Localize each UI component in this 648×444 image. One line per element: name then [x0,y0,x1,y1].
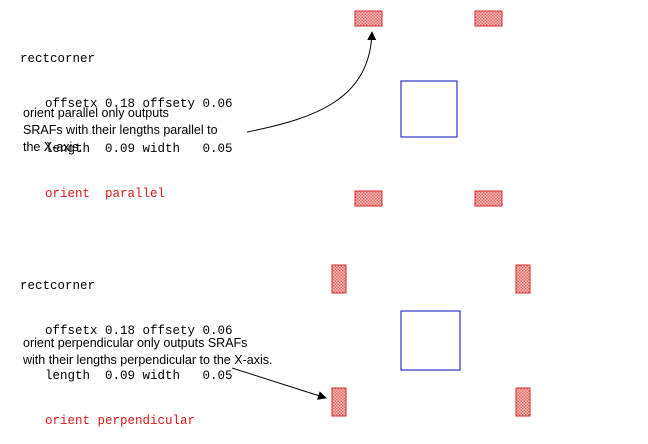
note-perpendicular-line-1: orient perpendicular only outputs SRAFs [23,336,248,350]
sraf-parallel-top-right [474,10,503,27]
sraf-parallel-bottom-left [354,190,383,207]
sraf-perpendicular-bottom-left [331,387,347,417]
code-line-offsets: offsetx 0.18 offsety 0.06 [45,97,233,111]
perpendicular-layout [231,264,531,417]
code-line-orient-parallel: orient parallel [45,187,166,201]
sraf-parallel-top-left [354,10,383,27]
arrow-parallel [246,31,377,133]
code-line-command: rectcorner [20,279,96,293]
sraf-perpendicular-bottom-right [515,387,531,417]
note-parallel: orient parallel only outputs SRAFs with … [23,105,218,156]
note-perpendicular-line-2: with their lengths perpendicular to the … [23,353,273,367]
code-line-offsets: offsetx 0.18 offsety 0.06 [45,324,233,338]
code-line-dimensions: length 0.09 width 0.05 [45,369,233,383]
parallel-layout [246,10,503,207]
code-line-command: rectcorner [20,52,96,66]
note-parallel-line-3: the X-axis. [23,140,83,154]
main-feature-square-perpendicular [400,310,461,371]
sraf-perpendicular-top-left [331,264,347,294]
code-line-orient-perpendicular: orient perpendicular [45,414,196,428]
note-perpendicular: orient perpendicular only outputs SRAFs … [23,335,272,369]
arrow-perpendicular [231,367,327,400]
note-parallel-line-1: orient parallel only outputs [23,106,169,120]
main-feature-square-parallel [400,80,458,138]
note-parallel-line-2: SRAFs with their lengths parallel to [23,123,218,137]
sraf-perpendicular-top-right [515,264,531,294]
code-line-dimensions: length 0.09 width 0.05 [45,142,233,156]
code-block-parallel: rectcorner offsetx 0.18 offsety 0.06 len… [20,22,233,217]
code-block-perpendicular: rectcorner offsetx 0.18 offsety 0.06 len… [20,249,233,444]
sraf-parallel-bottom-right [474,190,503,207]
